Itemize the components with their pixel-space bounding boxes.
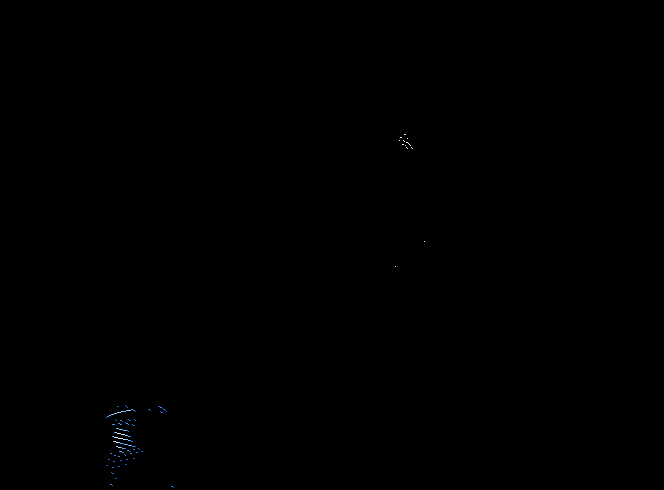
radar-echo-canvas [0, 0, 664, 490]
radar-reflectivity-display [0, 0, 664, 490]
